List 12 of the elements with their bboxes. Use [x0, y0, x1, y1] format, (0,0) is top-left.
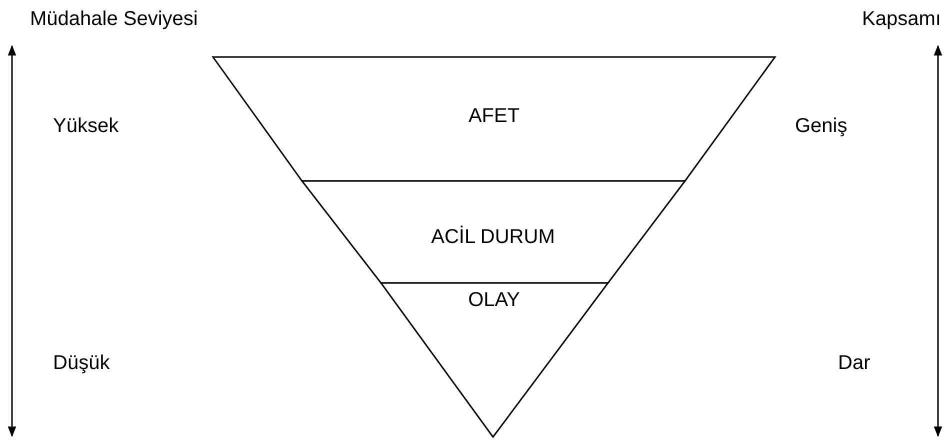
- scale-label: Yüksek: [53, 115, 119, 138]
- scale-label: Dar: [838, 352, 870, 375]
- pyramid-band: [381, 283, 608, 437]
- pyramid-band: [302, 181, 685, 283]
- band-label: ACİL DURUM: [431, 226, 555, 249]
- axis-heading: Müdahale Seviyesi: [30, 8, 198, 31]
- scale-label: Geniş: [795, 115, 848, 138]
- axis-heading: Kapsamı: [862, 8, 941, 31]
- scale-label: Düşük: [53, 352, 110, 375]
- pyramid-band: [213, 57, 775, 181]
- band-label: OLAY: [468, 289, 520, 312]
- band-label: AFET: [468, 105, 520, 128]
